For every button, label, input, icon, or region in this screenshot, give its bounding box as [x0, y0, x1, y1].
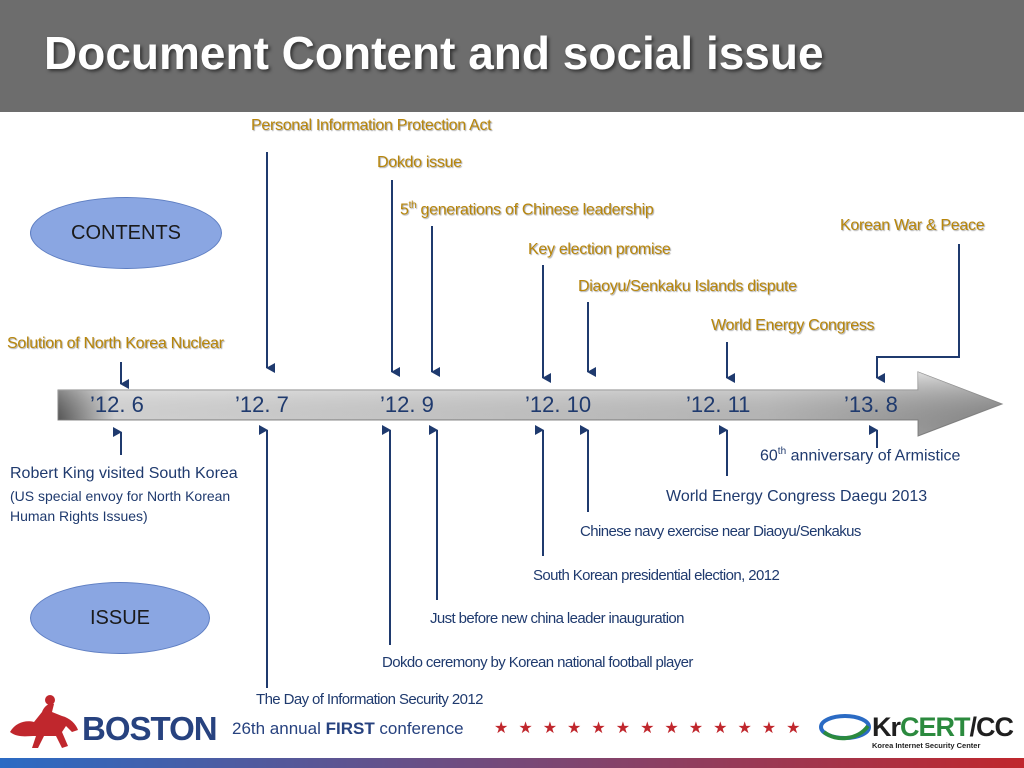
footer-bar [0, 758, 1024, 768]
date-12-10: ’12. 10 [525, 392, 592, 417]
robert-main: Robert King visited South Korea [10, 465, 238, 482]
krcert-subtitle: Korea Internet Security Center [872, 741, 981, 750]
label-north-korea: Solution of North Korea Nuclear [7, 335, 224, 352]
krcert-swoosh-icon [819, 714, 871, 741]
label-navy-exercise: Chinese navy exercise near Diaoyu/Senkak… [580, 523, 861, 540]
issue-oval-label: ISSUE [89, 606, 151, 629]
label-diaoyu: Diaoyu/Senkaku Islands dispute [578, 278, 797, 295]
contents-oval: CONTENTS [30, 197, 222, 269]
label-china-leader: Just before new china leader inauguratio… [430, 610, 685, 627]
label-energy-congress: World Energy Congress [711, 317, 875, 334]
label-dokdo-ceremony: Dokdo ceremony by Korean national footba… [382, 654, 693, 671]
contents-oval-label: CONTENTS [71, 221, 181, 244]
label-korean-war: Korean War & Peace [840, 217, 985, 234]
krcert-logo-text: KrCERT/CC [872, 712, 1014, 742]
boston-logo-text: BOSTON [82, 710, 218, 747]
label-security-day: The Day of Information Security 2012 [256, 691, 483, 708]
page-title: Document Content and social issue [44, 27, 824, 79]
label-key-election: Key election promise [528, 241, 671, 258]
label-pipa: Personal Information Protection Act [251, 117, 492, 134]
date-12-9: ’12. 9 [380, 392, 434, 417]
header-bar [0, 0, 1024, 112]
label-robert-king: Robert King visited South Korea (US spec… [10, 462, 260, 526]
date-12-7: ’12. 7 [235, 392, 289, 417]
date-12-11: ’12. 11 [686, 392, 751, 417]
conference-text: 26th annual FIRST conference [232, 719, 464, 738]
label-armistice: 60th anniversary of Armistice [760, 446, 961, 465]
label-presidential-election: South Korean presidential election, 2012 [533, 567, 780, 584]
stars-decoration: ★★★★★★★★★★★★★ [494, 720, 811, 737]
horse-rider-logo-icon [10, 695, 78, 748]
issue-oval: ISSUE [30, 582, 210, 654]
date-12-6: ’12. 6 [90, 392, 144, 417]
label-dokdo: Dokdo issue [377, 154, 462, 171]
label-energy-daegu: World Energy Congress Daegu 2013 [666, 488, 928, 505]
date-13-8: ’13. 8 [844, 392, 898, 417]
label-chinese-leadership: 5th generations of Chinese leadership [400, 200, 654, 219]
robert-sub: (US special envoy for North Korean Human… [10, 488, 231, 524]
arrow-korean-war [876, 244, 960, 383]
